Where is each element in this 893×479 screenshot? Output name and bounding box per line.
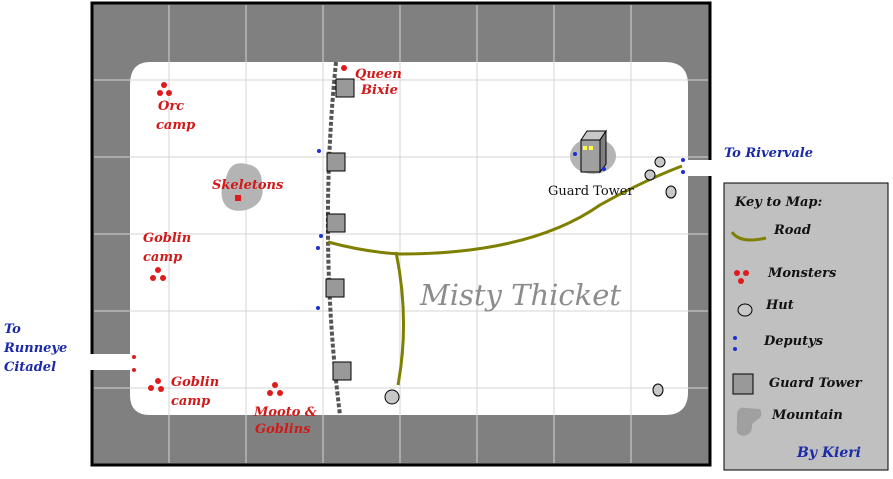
label-goblin-camp-south: Goblin camp [171,375,224,409]
exit-label-runneye[interactable]: To Runneye Citadel [3,322,72,375]
exit-label-rivervale[interactable]: To Rivervale [724,146,813,161]
legend-hut-label: Hut [765,298,794,313]
hut-marker [665,185,677,199]
label-guard-tower: Guard Tower [548,184,634,199]
guard-tower-marker [332,361,352,381]
legend-mountain-icon [736,407,762,436]
legend-title: Key to Map: [734,195,822,210]
exit-passage-runneye [90,354,134,370]
hut-marker [384,389,400,405]
label-goblin-camp-west: Goblin camp [143,231,196,265]
zone-interior [130,62,688,415]
legend-hut-icon [737,303,753,317]
main-guard-tower-icon [570,129,616,174]
legend-mountain-label: Mountain [771,408,843,423]
monster-markers [132,65,347,396]
zone-title: Misty Thicket [419,278,621,312]
label-queen-bixie: Queen Bixie [355,67,406,98]
legend-deputys-label: Deputys [763,334,824,349]
hut-marker [654,156,666,168]
legend-deputys-icon [733,336,737,351]
guard-towers [325,78,355,381]
huts [384,156,677,405]
label-skeletons: Skeletons [212,178,284,193]
guard-tower-marker [326,213,346,233]
legend-road-label: Road [773,223,811,238]
legend-guard-tower-label: Guard Tower [769,376,863,391]
guard-tower-marker [335,78,355,98]
map-grid [94,5,708,463]
deputy-markers [316,149,685,310]
road [327,164,683,386]
label-orc-camp: Orc camp [156,99,195,133]
hut-marker [644,169,656,181]
map-legend: Key to Map: Road Monsters Hut Deputys Gu… [723,182,889,471]
hut-marker [652,383,664,397]
legend-monsters-label: Monsters [767,266,837,281]
legend-monsters-icon [734,270,749,284]
legend-road-icon [730,231,767,242]
author-credit: By Kieri [796,445,861,461]
label-mooto-goblins: Mooto & Goblins [253,405,321,437]
guard-tower-marker [325,278,345,298]
mountain-skeletons [221,163,263,211]
exit-passage-rivervale [684,160,712,176]
guard-tower-marker [326,152,346,172]
legend-guard-tower-icon [732,373,754,395]
